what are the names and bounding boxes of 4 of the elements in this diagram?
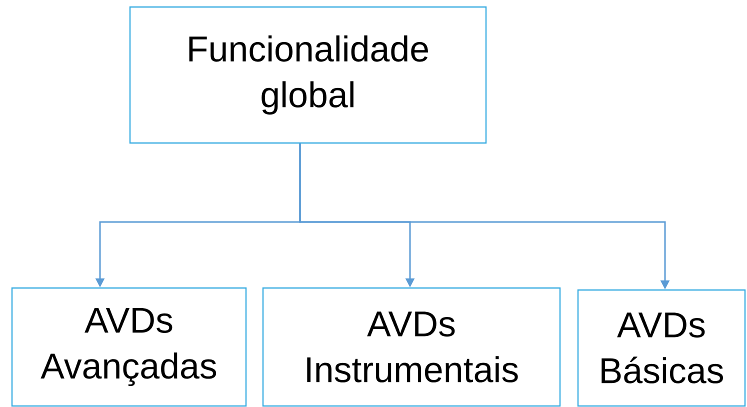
concept-box: AVDs Instrumentais — [262, 287, 561, 407]
concept-box: AVDs Avançadas — [11, 287, 247, 407]
concept-box: Funcionalidade global — [129, 6, 487, 144]
concept-box: AVDs Básicas — [577, 289, 746, 407]
